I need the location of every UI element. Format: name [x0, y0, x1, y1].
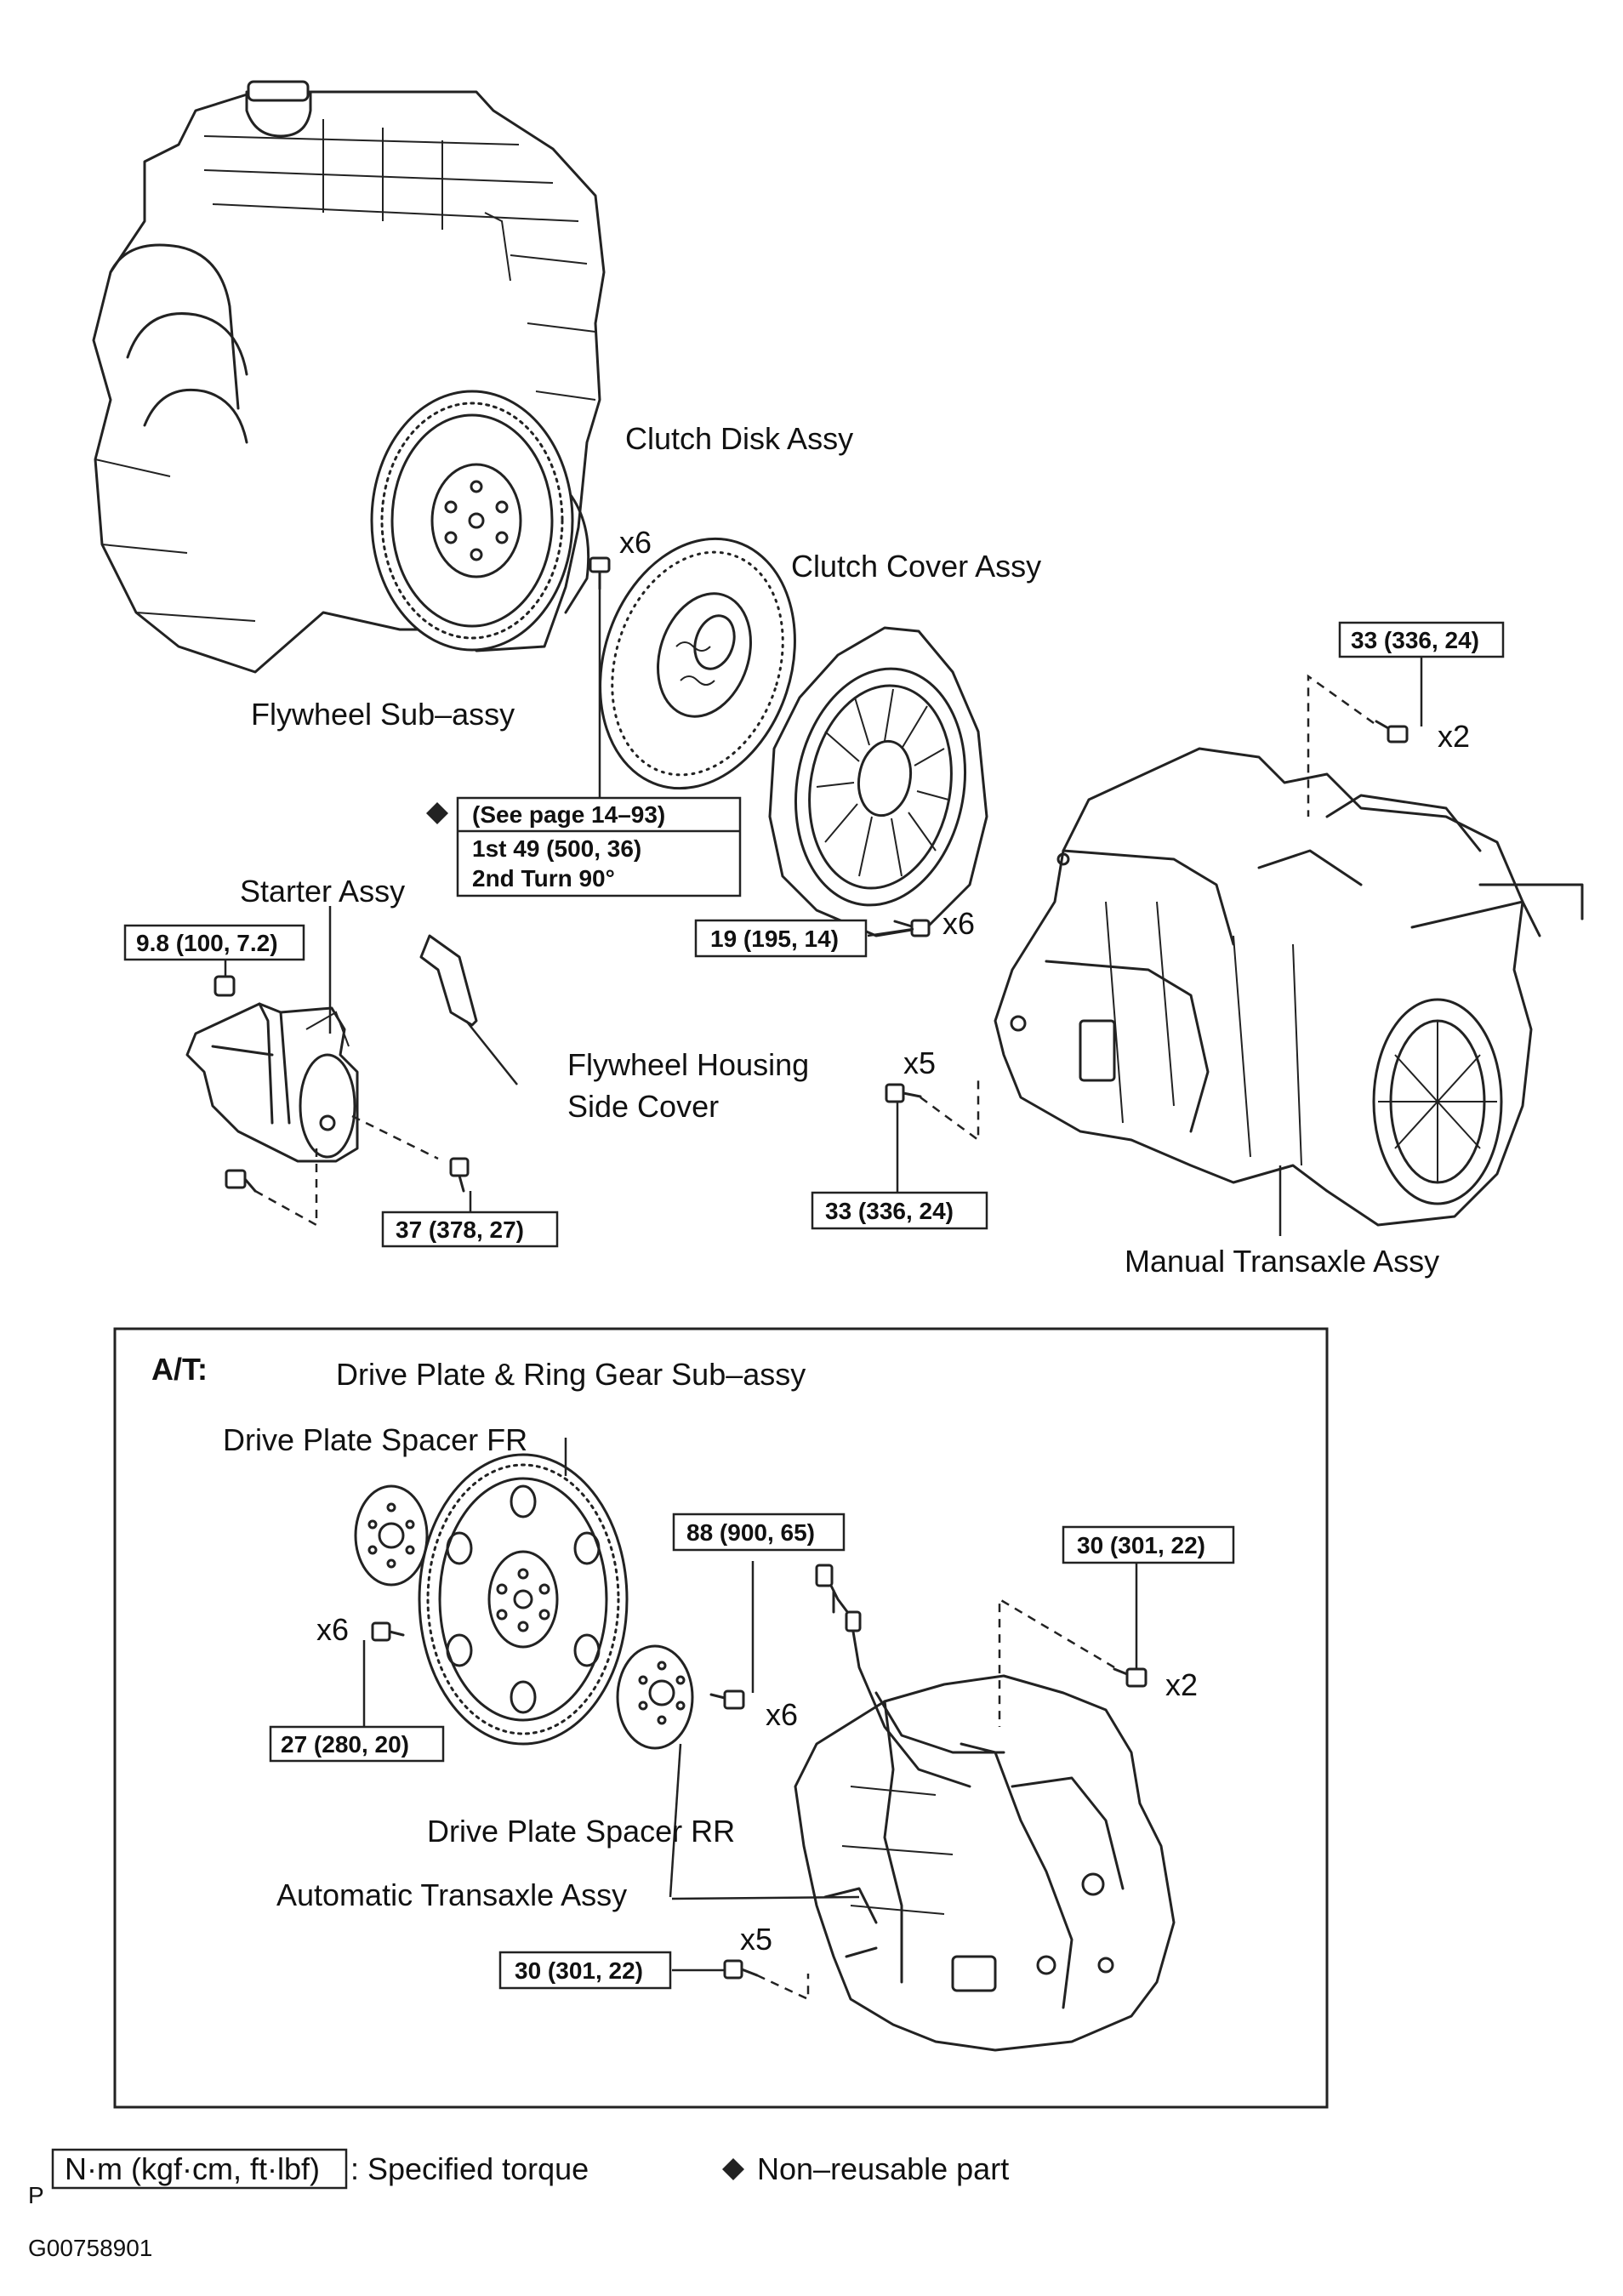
spacer-fr-bolt-icon [371, 1621, 405, 1642]
non-reusable-diamond-icon [426, 802, 448, 824]
at-plate-bolt-icon [709, 1689, 745, 1710]
label-manual-transaxle: Manual Transaxle Assy [1125, 1244, 1439, 1279]
mt-top-bolt-icon [1375, 720, 1409, 743]
label-spacer-rr: Drive Plate Spacer RR [427, 1814, 735, 1849]
automatic-transaxle-illustration [794, 1674, 1176, 2052]
label-housing-cover-line2: Side Cover [567, 1089, 719, 1124]
starter-lower-bolt-icon [225, 1169, 257, 1193]
torque-mt-side: 33 (336, 24) [825, 1198, 954, 1224]
legend-nonreusable-text: Non–reusable part [757, 2151, 1009, 2186]
flywheel-spec-line1: (See page 14–93) [472, 801, 665, 828]
spacer-rr-illustration [616, 1644, 694, 1750]
torque-starter-bolt: 37 (378, 27) [396, 1216, 524, 1243]
torque-at-top: 30 (301, 22) [1077, 1532, 1205, 1558]
torque-spacer-fr: 27 (280, 20) [281, 1731, 409, 1758]
clutch-cover-illustration [768, 626, 988, 937]
torque-box-spacer-fr [269, 1725, 445, 1763]
count-flywheel-bolts: x6 [619, 525, 652, 560]
count-mt-side-bolts: x5 [903, 1045, 936, 1080]
at-top-bolt-icon [1113, 1667, 1147, 1688]
label-flywheel: Flywheel Sub–assy [251, 697, 515, 732]
label-starter: Starter Assy [240, 874, 405, 909]
torque-box-at-top [1062, 1525, 1235, 1564]
count-mt-top-bolts: x2 [1438, 719, 1470, 754]
starter-nut-icon [214, 975, 236, 997]
label-spacer-fr: Drive Plate Spacer FR [223, 1422, 527, 1457]
at-harness-illustration [815, 1564, 1005, 1788]
legend-torque-box [51, 2148, 348, 2190]
count-at-plate-bolts: x6 [766, 1697, 798, 1732]
flywheel-spec-box [456, 796, 742, 897]
starter-illustration [185, 1002, 359, 1163]
label-housing-cover-line1: Flywheel Housing [567, 1047, 809, 1082]
count-at-side-bolts: x5 [740, 1922, 772, 1957]
at-section-frame [113, 1327, 1329, 2109]
torque-box-mt-side [811, 1191, 988, 1230]
spacer-fr-illustration [354, 1484, 429, 1587]
flywheel-spec-line3: 2nd Turn 90° [472, 865, 615, 892]
starter-bolt-icon [449, 1157, 470, 1193]
torque-clutch-cover: 19 (195, 14) [710, 926, 839, 952]
torque-box-at-plate [672, 1513, 846, 1552]
label-clutch-disk: Clutch Disk Assy [625, 421, 853, 456]
torque-box-mt-top [1338, 621, 1505, 658]
housing-side-cover-illustration [419, 934, 478, 1027]
at-side-bolt-icon [723, 1959, 759, 1980]
torque-starter-nut: 9.8 (100, 7.2) [136, 930, 278, 956]
mt-side-bolt-icon [885, 1083, 922, 1103]
drive-plate-illustration [418, 1453, 629, 1746]
manual-transaxle-illustration [994, 747, 1584, 1227]
flywheel-spec-line2: 1st 49 (500, 36) [472, 835, 641, 862]
flywheel-illustration [370, 390, 574, 652]
torque-mt-top: 33 (336, 24) [1351, 627, 1479, 653]
clutch-disk-illustration [599, 537, 796, 790]
legend-prefix: P [28, 2182, 44, 2208]
torque-box-starter-bolt [381, 1211, 559, 1248]
label-drive-plate: Drive Plate & Ring Gear Sub–assy [336, 1357, 806, 1392]
torque-box-clutch-cover [694, 919, 868, 958]
legend-diamond-icon [722, 2158, 744, 2180]
torque-box-starter-nut [123, 924, 305, 961]
count-at-top-bolts: x2 [1165, 1667, 1198, 1702]
count-cover-bolts: x6 [942, 906, 975, 941]
label-clutch-cover: Clutch Cover Assy [791, 549, 1041, 584]
torque-at-side: 30 (301, 22) [515, 1957, 643, 1984]
legend-torque-text: : Specified torque [350, 2151, 589, 2186]
torque-at-plate: 88 (900, 65) [686, 1519, 815, 1546]
clutch-cover-bolt-icon [893, 919, 931, 937]
count-spacer-bolts: x6 [316, 1612, 349, 1647]
flywheel-bolt-icon [589, 556, 611, 590]
label-auto-transaxle: Automatic Transaxle Assy [276, 1877, 627, 1912]
label-at-section: A/T: [151, 1352, 208, 1387]
legend-torque-units: N·m (kgf·cm, ft·lbf) [65, 2151, 320, 2186]
torque-box-at-side [498, 1951, 672, 1990]
figure-id: G00758901 [28, 2235, 152, 2261]
